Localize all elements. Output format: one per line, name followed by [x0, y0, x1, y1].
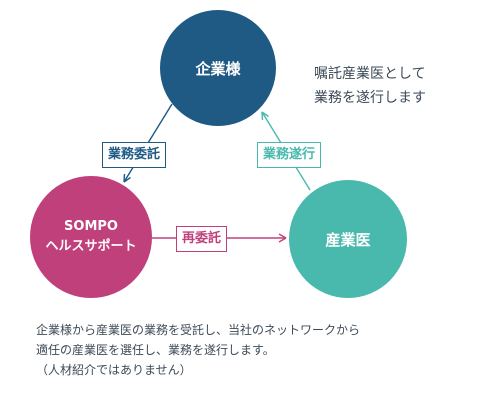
doctor-node: 産業医 [289, 180, 407, 298]
recommission-label: 再委託 [176, 226, 228, 252]
client-node: 企業様 [160, 10, 276, 126]
recommission-arrowhead [278, 233, 287, 243]
footer-line3: （人材紹介ではありません） [36, 363, 192, 377]
doctor-node-label: 産業医 [325, 230, 371, 249]
client-node-label: 企業様 [195, 59, 241, 78]
footer-line2: 適任の産業医を選任し、業務を遂行します。 [36, 343, 275, 357]
footer-note: 企業様から産業医の業務を受託し、当社のネットワークから 適任の産業医を選任し、業… [36, 320, 360, 380]
execution-arrowhead [261, 111, 269, 121]
commission-arrowhead [123, 173, 131, 183]
sompo-node: SOMPO ヘルスサポート [30, 176, 152, 298]
side-caption-line2: 業務を遂行します [314, 90, 426, 106]
footer-line1: 企業様から産業医の業務を受託し、当社のネットワークから [36, 323, 361, 337]
execution-label: 業務遂行 [257, 142, 322, 168]
side-caption: 嘱託産業医として 業務を遂行します [314, 62, 426, 110]
sompo-node-label-line2: ヘルスサポート [45, 239, 137, 254]
commission-label: 業務委託 [102, 142, 167, 168]
sompo-node-label-line1: SOMPO [64, 219, 118, 234]
side-caption-line1: 嘱託産業医として [314, 66, 426, 82]
